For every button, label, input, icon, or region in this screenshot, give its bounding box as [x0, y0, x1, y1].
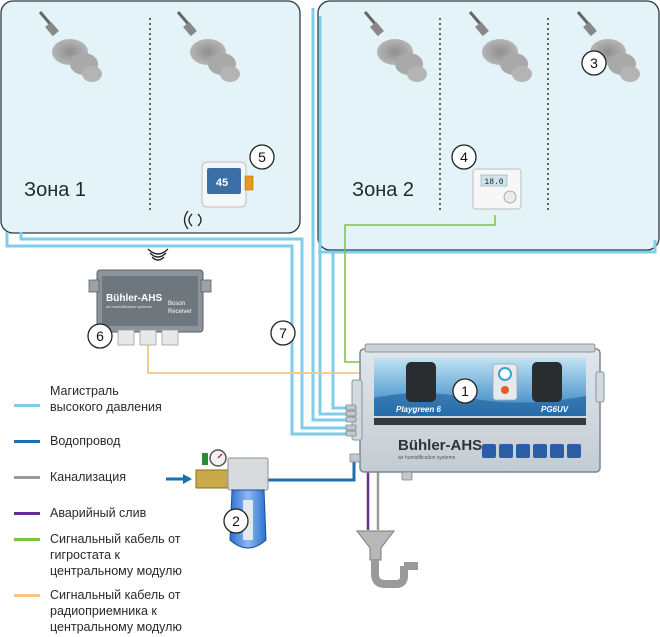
legend-label: Сигнальный кабель от радиоприемника к це…: [50, 588, 182, 634]
marker-6: 6: [87, 323, 113, 349]
hp-line-zone-2-b: [318, 16, 350, 416]
central-module: Playgreen 6 PG6UV Bühler-AHS air humidif…: [345, 343, 605, 481]
water-inlet-arrow-icon: [183, 474, 192, 484]
legend-label: Сигнальный кабель от гигростата к центра…: [50, 532, 182, 578]
legend-swatch: [14, 594, 40, 597]
legend-swatch: [14, 440, 40, 443]
svg-text:6: 6: [96, 328, 104, 344]
hp-line-zone-2-a: [311, 8, 350, 422]
nozzles: [38, 11, 640, 82]
pump-window-right: [532, 362, 562, 402]
svg-text:5: 5: [258, 149, 266, 165]
water-supply-line: [268, 462, 356, 482]
zone-2: Зона 2: [317, 0, 660, 251]
legend-label: Магистраль высокого давления: [50, 384, 162, 414]
legend-label: Канализация: [50, 470, 126, 484]
hygrostat-signal-cable: [344, 215, 496, 363]
marker-4: 4: [451, 144, 477, 170]
wireless-signal-icon: [183, 210, 202, 230]
marker-2: 2: [223, 508, 249, 534]
pump-window-left: [406, 362, 436, 402]
nozzle-mist-icon: [576, 11, 640, 82]
marker-5: 5: [249, 144, 275, 170]
pipe-connectors: [345, 404, 413, 481]
pressure-gauge-icon: [498, 367, 512, 381]
nozzle-mist-icon: [176, 11, 240, 82]
svg-text:2: 2: [232, 513, 240, 529]
receiver-signal-cable: [147, 345, 362, 374]
model-left-label: Playgreen 6: [396, 405, 441, 414]
control-button-3[interactable]: [516, 444, 530, 458]
svg-text:7: 7: [279, 325, 287, 341]
legend-swatch: [14, 476, 40, 479]
nozzle-mist-icon: [363, 11, 427, 82]
legend-swatch: [14, 538, 40, 541]
receiver-brand: Bühler-AHS: [106, 293, 162, 304]
svg-text:1: 1: [461, 383, 469, 399]
control-button-2[interactable]: [499, 444, 513, 458]
sensor-display-value: 45: [216, 177, 228, 189]
main-unit-brand-sub: air humidification systems: [398, 455, 456, 461]
number-markers: 1 2 3 4 5 6 7: [87, 50, 607, 534]
marker-7: 7: [270, 320, 296, 346]
control-buttons: [482, 444, 581, 458]
nozzle-mist-icon: [38, 11, 102, 82]
uv-lamp-indicator-icon: [501, 386, 509, 394]
hp-line-zone-1-outer: [5, 232, 350, 436]
receiver-name-1: Boson: [168, 301, 185, 307]
receiver-name-2: Receiver: [168, 309, 192, 315]
hygrostat-display-value: 18.0: [484, 178, 503, 187]
control-button-5[interactable]: [550, 444, 564, 458]
main-unit-brand: Bühler-AHS: [398, 437, 482, 454]
legend-swatch: [14, 512, 40, 515]
control-button-1[interactable]: [482, 444, 496, 458]
marker-1: 1: [452, 378, 478, 404]
model-right-label: PG6UV: [541, 405, 569, 414]
wireless-signal-icon: [147, 248, 169, 261]
zone-1-label: Зона 1: [24, 179, 86, 201]
cable-gland-icon: [139, 329, 157, 346]
control-button-6[interactable]: [567, 444, 581, 458]
high-pressure-lines: [5, 8, 657, 436]
zone-2-label: Зона 2: [352, 179, 414, 201]
hygrostat-dial-icon: [503, 190, 517, 204]
cable-gland-icon: [161, 329, 179, 346]
legend-swatch: [14, 404, 40, 407]
svg-text:4: 4: [460, 149, 468, 165]
radio-receiver: Bühler-AHS air humidification systems Bo…: [88, 269, 212, 346]
legend-label: Водопровод: [50, 434, 121, 448]
wireless-humidity-sensor: 45: [201, 161, 254, 208]
zone-1: Зона 1: [0, 0, 301, 234]
hp-line-zone-2-c: [331, 252, 350, 410]
hp-line-zone-2-loop: [318, 240, 657, 254]
control-button-4[interactable]: [533, 444, 547, 458]
cable-gland-icon: [117, 329, 135, 346]
nozzle-mist-icon: [468, 11, 532, 82]
marker-3: 3: [581, 50, 607, 76]
drain-siphon-icon: [355, 530, 418, 588]
zone-2-room: [317, 0, 660, 251]
sensor-antenna: [244, 175, 254, 191]
receiver-brand-sub: air humidification systems: [106, 304, 152, 309]
filter-valve-handle-icon: [202, 453, 208, 465]
svg-text:3: 3: [590, 55, 598, 71]
hygrostat: 18.0: [472, 168, 522, 210]
legend-label: Аварийный слив: [50, 506, 147, 520]
water-filter: [195, 449, 269, 549]
hp-line-zone-1-inner: [19, 232, 350, 430]
